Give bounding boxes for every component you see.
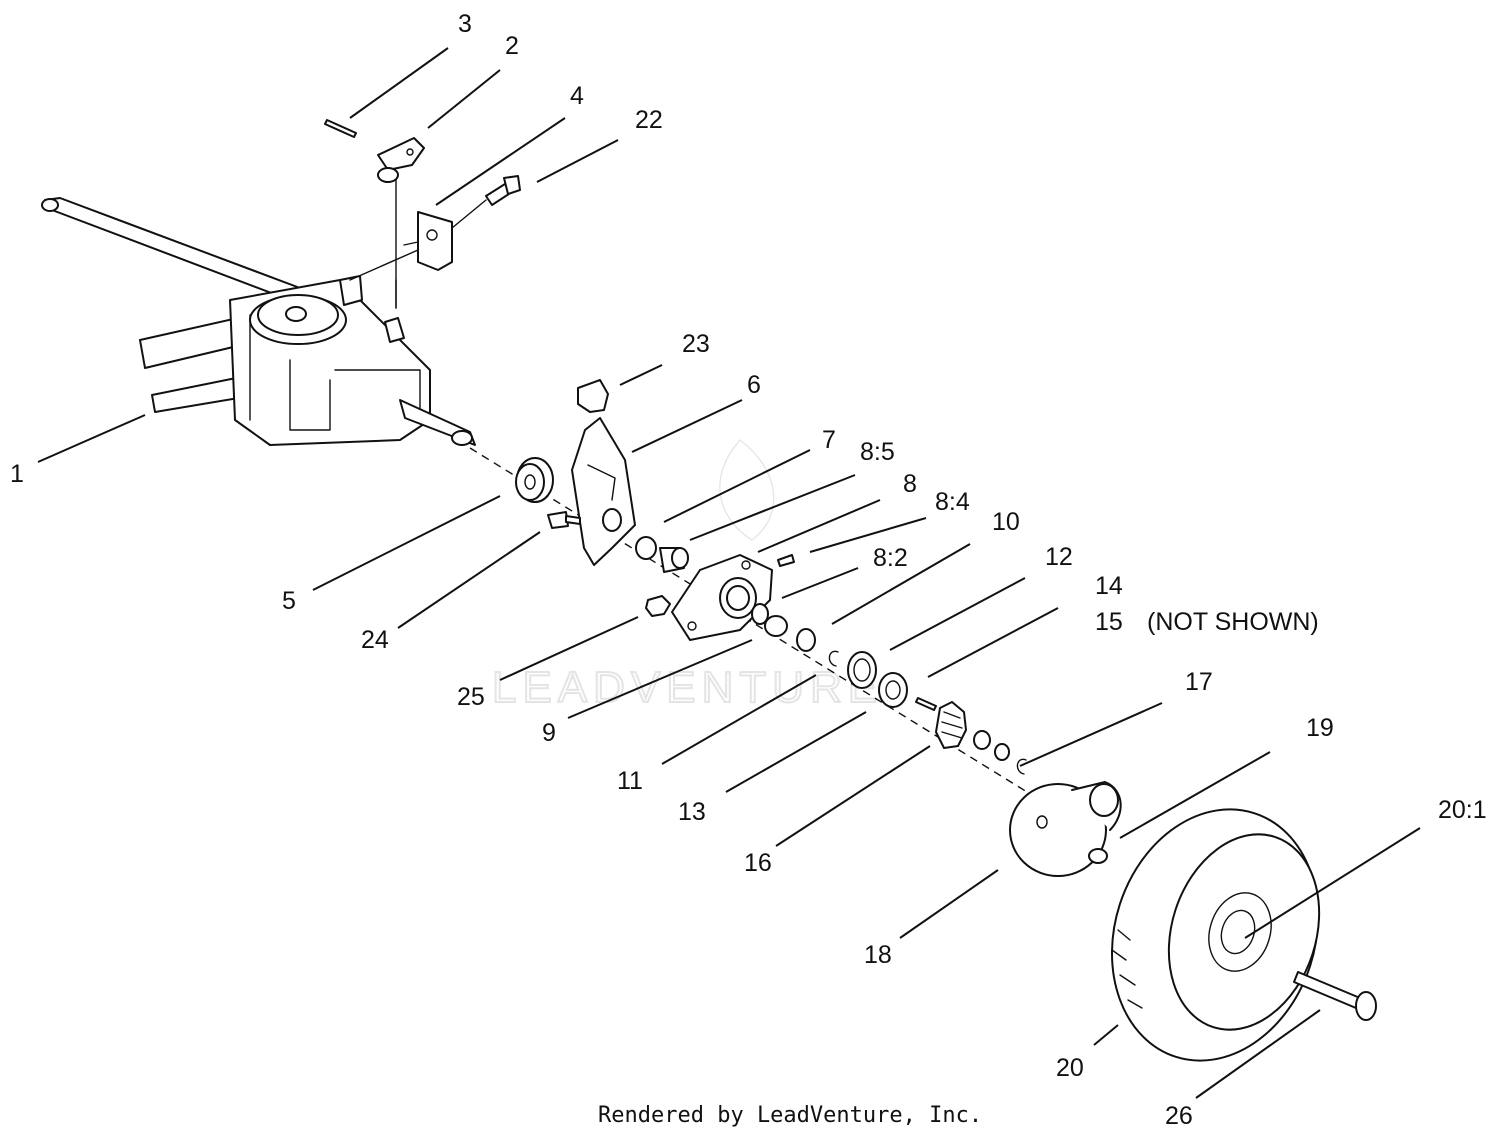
bolt-22 [451, 175, 521, 229]
leader-lines [37, 47, 1421, 1099]
wheel-cover-18 [1009, 781, 1122, 877]
label-part-6: 6 [747, 371, 761, 399]
label-part-10: 10 [992, 508, 1020, 536]
bolt-26 [1293, 971, 1377, 1021]
cotter-pin-3 [324, 119, 357, 138]
washer-9 [764, 615, 788, 637]
bushing-8-5 [659, 547, 689, 573]
label-part-12: 12 [1045, 543, 1073, 571]
label-part-15-note: (NOT SHOWN) [1147, 608, 1319, 636]
label-part-18: 18 [864, 941, 892, 969]
label-part-20: 20 [1056, 1054, 1084, 1082]
label-part-24: 24 [361, 626, 389, 654]
plate-6 [571, 417, 636, 566]
label-part-14: 14 [1095, 572, 1123, 600]
label-part-1: 1 [10, 460, 24, 488]
washer-10 [796, 628, 816, 652]
label-part-13: 13 [678, 798, 706, 826]
key-14 [915, 697, 937, 711]
label-part-5: 5 [282, 587, 296, 615]
label-part-22: 22 [635, 106, 663, 134]
watermark-text: LEADVENTURE [492, 663, 883, 712]
label-part-8-5: 8:5 [860, 438, 895, 466]
bearing-13 [878, 672, 908, 708]
label-part-11: 11 [617, 767, 643, 795]
nut-25 [645, 595, 671, 617]
cable-clamp-2 [377, 137, 425, 309]
watermark: LEADVENTURE [491, 439, 883, 713]
gear-case-8 [671, 554, 773, 641]
rendered-by-footer: Rendered by LeadVenture, Inc. [598, 1103, 982, 1128]
label-part-4: 4 [570, 82, 584, 110]
label-part-7: 7 [822, 426, 836, 454]
label-part-9: 9 [542, 719, 556, 747]
o-ring-7 [635, 536, 657, 560]
clip-11 [828, 650, 839, 667]
label-part-16: 16 [744, 849, 772, 877]
bearing-8-2 [751, 603, 769, 625]
bolt-24 [547, 511, 581, 529]
wheel-20 [1110, 808, 1321, 1062]
transmission-assembly [41, 197, 476, 446]
washer-5 [515, 457, 554, 503]
washer-17 [973, 730, 1027, 775]
label-part-25: 25 [457, 683, 485, 711]
label-part-26: 26 [1165, 1102, 1193, 1130]
screw-8-4 [777, 554, 795, 567]
bracket-4 [349, 211, 453, 281]
label-part-23: 23 [682, 330, 710, 358]
label-part-20-1: 20:1 [1438, 796, 1487, 824]
label-part-3: 3 [458, 10, 472, 38]
label-part-19: 19 [1306, 714, 1334, 742]
pinion-16 [935, 701, 967, 749]
label-part-8-4: 8:4 [935, 488, 970, 516]
label-part-17: 17 [1185, 668, 1213, 696]
label-part-8-2: 8:2 [873, 544, 908, 572]
label-part-8: 8 [903, 470, 917, 498]
label-part-15: 15 [1095, 608, 1123, 636]
label-part-2: 2 [505, 32, 519, 60]
seal-12 [847, 651, 877, 689]
spacer-23 [577, 379, 609, 413]
part-labels: 1 2 3 4 5 6 7 8:5 8 8:4 8:2 9 10 11 12 1… [10, 10, 1487, 1130]
